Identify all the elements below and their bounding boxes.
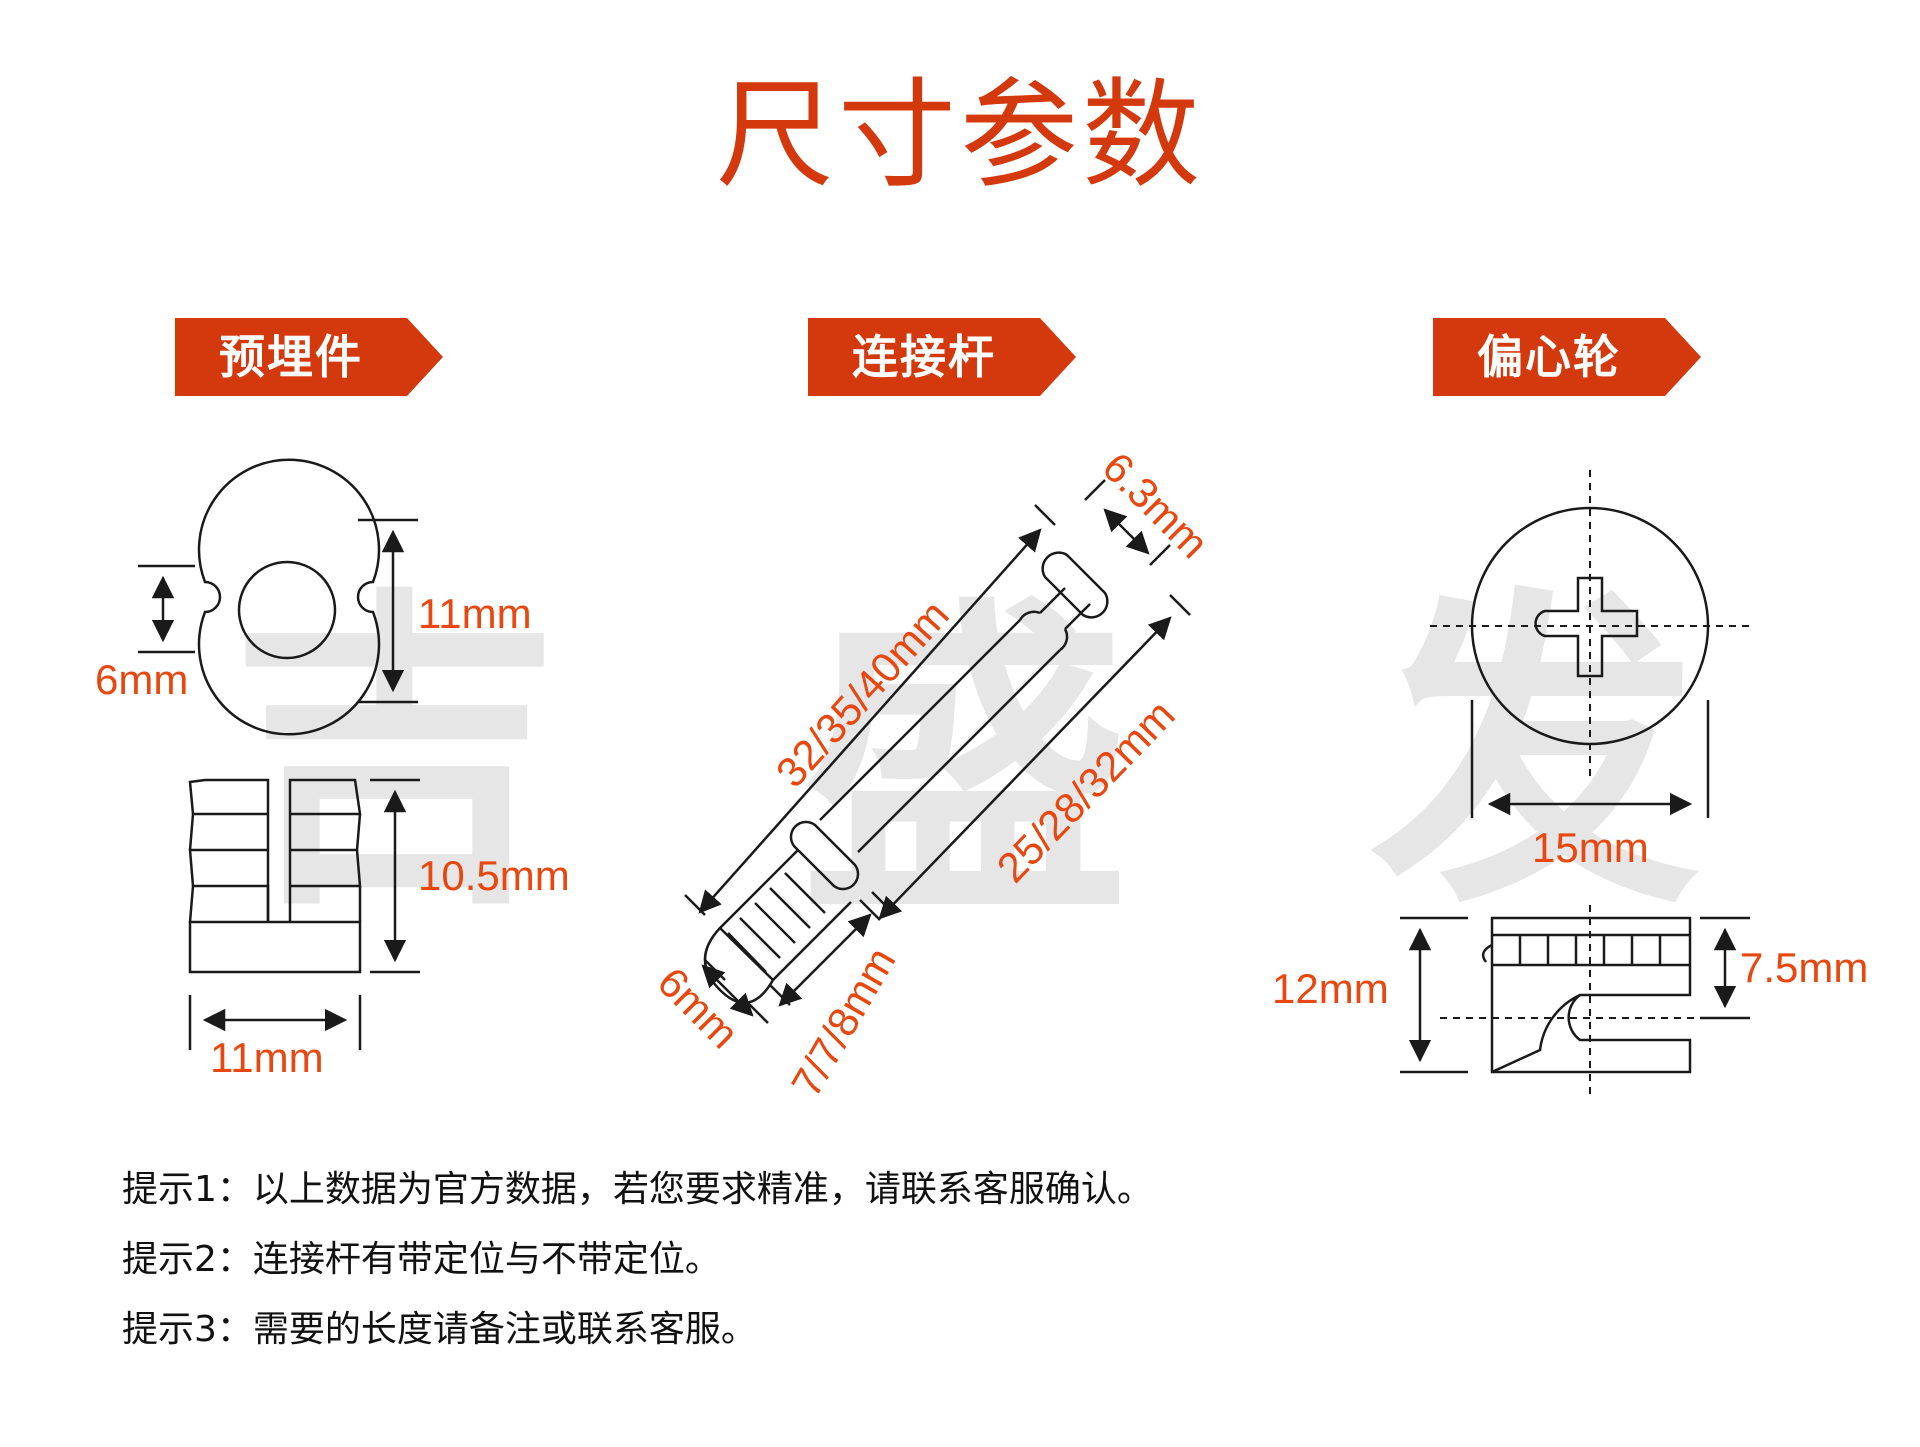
dim-rod-total: 32/35/40mm (767, 591, 958, 796)
dim-embed-width: 11mm (210, 1034, 324, 1081)
watermark-char-3: 发 (1370, 563, 1700, 947)
tag-arrow-shape (808, 318, 1076, 396)
dim-embed-height: 10.5mm (418, 852, 570, 899)
tag-arrow-shape (1433, 318, 1701, 396)
tag-arrow-shape (175, 318, 443, 396)
dim-rod-shaft: 25/28/32mm (988, 691, 1184, 892)
cam-top-view (1430, 470, 1750, 818)
page-title: 尺寸参数 (715, 66, 1204, 204)
section-label-rod: 连接杆 (852, 330, 996, 384)
dim-cam-offset: 7.5mm (1740, 944, 1868, 991)
dim-cam-diameter: 15mm (1532, 824, 1649, 871)
dim-cam-height: 12mm (1272, 965, 1389, 1012)
section-tag-embed: 预埋件 (175, 318, 445, 396)
note-2: 提示2：连接杆有带定位与不带定位。 (122, 1239, 721, 1280)
rod-drawing (684, 479, 1191, 1024)
section-label-cam: 偏心轮 (1477, 330, 1621, 384)
embed-side-view (188, 778, 420, 1050)
cam-side-view (1400, 905, 1750, 1100)
section-tag-cam: 偏心轮 (1433, 318, 1703, 396)
section-label-embed: 预埋件 (219, 330, 363, 384)
dim-embed-diameter: 11mm (418, 590, 532, 637)
embed-top-view (138, 458, 418, 736)
dim-rod-head: 6.3mm (1094, 443, 1218, 567)
dim-rod-thread: 7/7/8mm (782, 939, 904, 1104)
dim-rod-tip: 6mm (649, 958, 748, 1057)
section-tag-rod: 连接杆 (808, 318, 1078, 396)
dim-embed-hole: 6mm (95, 656, 188, 703)
note-3: 提示3：需要的长度请备注或联系客服。 (122, 1309, 757, 1350)
note-1: 提示1：以上数据为官方数据，若您要求精准，请联系客服确认。 (122, 1169, 1153, 1210)
